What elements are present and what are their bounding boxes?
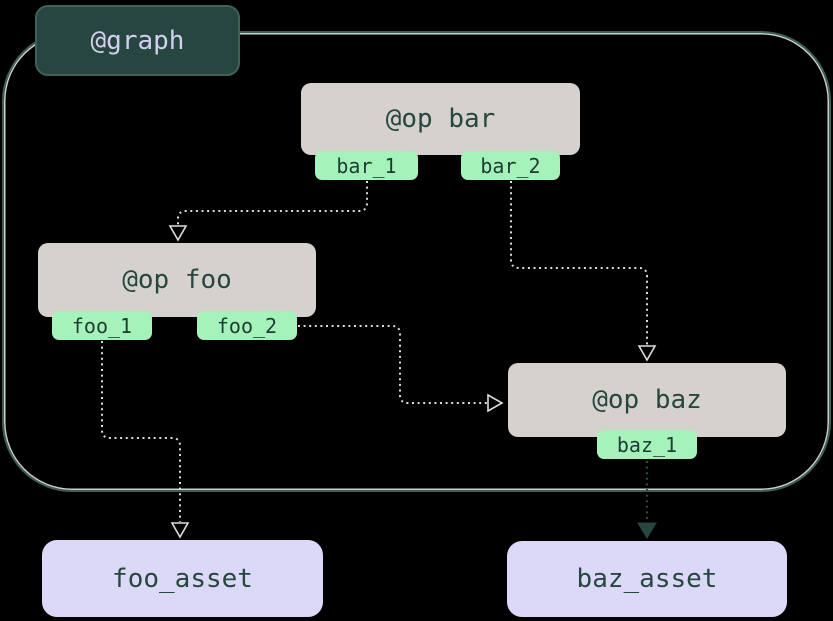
output-tab-bar-2[interactable]: bar_2 [461, 151, 560, 180]
op-node-foo[interactable]: @op foo [38, 243, 316, 317]
asset-label: foo_asset [112, 563, 253, 594]
asset-node-baz-asset[interactable]: baz_asset [507, 541, 787, 617]
output-tab-baz-1[interactable]: baz_1 [597, 430, 697, 459]
output-tab-bar-1[interactable]: bar_1 [315, 151, 418, 180]
op-title-baz: @op baz [592, 385, 702, 415]
asset-node-foo-asset[interactable]: foo_asset [42, 540, 323, 617]
op-node-bar[interactable]: @op bar [301, 83, 580, 155]
output-tab-foo-2[interactable]: foo_2 [197, 311, 297, 340]
asset-label: baz_asset [576, 564, 718, 594]
op-title-bar: @op bar [385, 104, 496, 134]
output-tab-foo-1[interactable]: foo_1 [52, 311, 152, 340]
arrowhead-foo1-to-foo-asset [170, 522, 190, 539]
output-tab-label: bar_1 [336, 153, 397, 178]
arrowhead-baz1-to-baz-asset [637, 522, 657, 539]
op-node-baz[interactable]: @op baz [508, 363, 786, 437]
graph-boundary [2, 31, 831, 492]
output-tab-label: baz_1 [616, 432, 678, 457]
output-tab-label: foo_2 [216, 313, 278, 338]
output-tab-label: bar_2 [480, 153, 541, 178]
graph-label: @graph [90, 25, 185, 56]
output-tab-label: foo_1 [71, 313, 133, 338]
graph-label-badge[interactable]: @graph [35, 5, 240, 76]
op-title-foo: @op foo [122, 265, 232, 295]
